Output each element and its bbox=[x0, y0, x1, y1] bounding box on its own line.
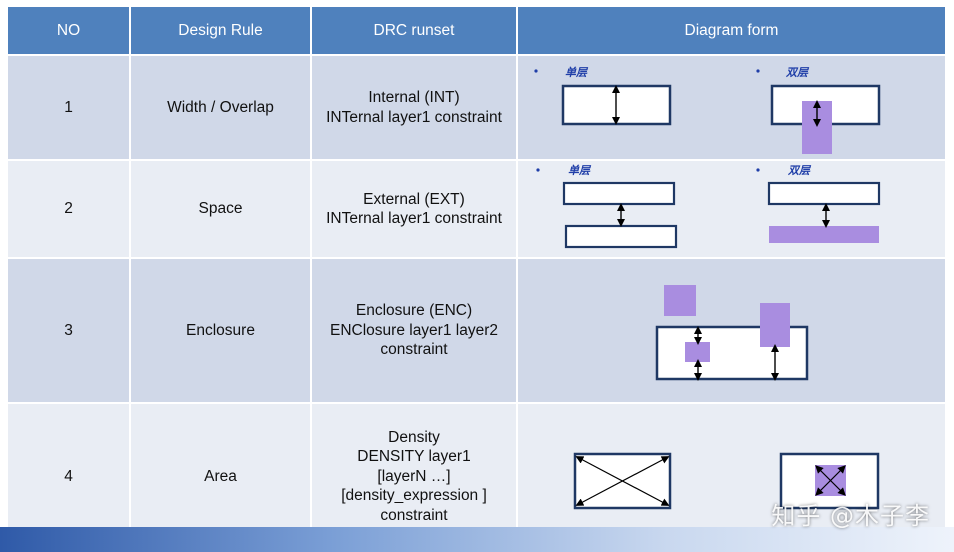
bullet-dot bbox=[536, 168, 540, 172]
watermark: 知乎 @木子李 bbox=[771, 502, 930, 530]
width-overlap-diagram: 单层 双层 bbox=[534, 66, 881, 154]
diagram-cell bbox=[516, 402, 947, 551]
drc-rules-table: NO Design Rule DRC runset Diagram form 1… bbox=[6, 5, 947, 551]
layer1-rect-top bbox=[562, 181, 676, 206]
runset-line: Internal (INT) bbox=[368, 89, 460, 106]
diagram-cell: 单层 双层 bbox=[516, 159, 947, 259]
layer2-rect bbox=[769, 226, 879, 243]
enclosure-diagram bbox=[655, 285, 809, 381]
runset-line: constraint bbox=[380, 506, 448, 524]
slide-bottom-strip bbox=[0, 527, 954, 552]
area-diagram bbox=[573, 452, 880, 510]
row-number: 2 bbox=[6, 159, 131, 259]
row-number: 1 bbox=[6, 54, 131, 161]
header-no: NO bbox=[6, 5, 131, 56]
header-drc-runset: DRC runset bbox=[310, 5, 518, 56]
bullet-dot bbox=[534, 69, 538, 73]
runset-line: INTernal layer1 constraint bbox=[326, 210, 502, 227]
table-row: 4 Area Density DENSITY layer1 [layerN …]… bbox=[6, 402, 947, 551]
header-row: NO Design Rule DRC runset Diagram form bbox=[6, 5, 947, 56]
table-row: 1 Width / Overlap Internal (INT) INTerna… bbox=[6, 54, 947, 161]
design-rule-cell: Area bbox=[129, 402, 312, 551]
diagonal-arrow bbox=[815, 465, 846, 496]
layer2-rect-outside bbox=[664, 285, 696, 316]
runset-line: Density bbox=[388, 428, 440, 446]
layer2-rect-inside bbox=[685, 342, 710, 362]
bullet-dot bbox=[756, 168, 760, 172]
header-diagram-form: Diagram form bbox=[516, 5, 947, 56]
runset-line: External (EXT) bbox=[363, 190, 465, 208]
drc-runset-cell: Enclosure (ENC) ENClosure layer1 layer2 … bbox=[310, 257, 518, 404]
drc-runset-cell: Density DENSITY layer1 [layerN …] [densi… bbox=[310, 402, 518, 551]
design-rule-cell: Space bbox=[129, 159, 312, 259]
row-number: 3 bbox=[6, 257, 131, 404]
runset-line: Enclosure (ENC) bbox=[355, 302, 473, 320]
row-number: 4 bbox=[6, 402, 131, 551]
table-row: 2 Space External (EXT) INTernal layer1 c… bbox=[6, 159, 947, 259]
bullet-dot bbox=[756, 69, 760, 73]
runset-line: ENClosure layer1 layer2 bbox=[330, 321, 498, 339]
single-layer-label: 单层 bbox=[565, 66, 589, 79]
space-diagram: 单层 双层 bbox=[536, 164, 881, 249]
runset-line: [layerN …] bbox=[377, 467, 451, 485]
runset-line: DENSITY layer1 bbox=[357, 448, 471, 466]
top-edge bbox=[0, 0, 954, 6]
drc-runset-cell: Internal (INT) INTernal layer1 constrain… bbox=[310, 54, 518, 161]
runset-line: INTernal layer1 constraint bbox=[326, 108, 502, 126]
double-layer-label: 双层 bbox=[785, 66, 810, 79]
layer1-rect bbox=[767, 181, 881, 206]
layer2-rect-overlap bbox=[760, 303, 790, 347]
header-design-rule: Design Rule bbox=[129, 5, 312, 56]
table-row: 3 Enclosure Enclosure (ENC) ENClosure la… bbox=[6, 257, 947, 404]
single-layer-label: 单层 bbox=[568, 164, 592, 177]
double-layer-label: 双层 bbox=[787, 164, 812, 177]
diagram-cell bbox=[516, 257, 947, 404]
drc-runset-cell: External (EXT) INTernal layer1 constrain… bbox=[310, 159, 518, 259]
design-rule-cell: Width / Overlap bbox=[129, 54, 312, 161]
diagram-cell: 单层 双层 bbox=[516, 54, 947, 161]
diagonal-arrow bbox=[575, 456, 670, 506]
runset-line: [density_expression ] bbox=[341, 487, 487, 505]
layer1-rect-bottom bbox=[564, 224, 678, 249]
runset-line: constraint bbox=[380, 341, 448, 359]
design-rule-cell: Enclosure bbox=[129, 257, 312, 404]
